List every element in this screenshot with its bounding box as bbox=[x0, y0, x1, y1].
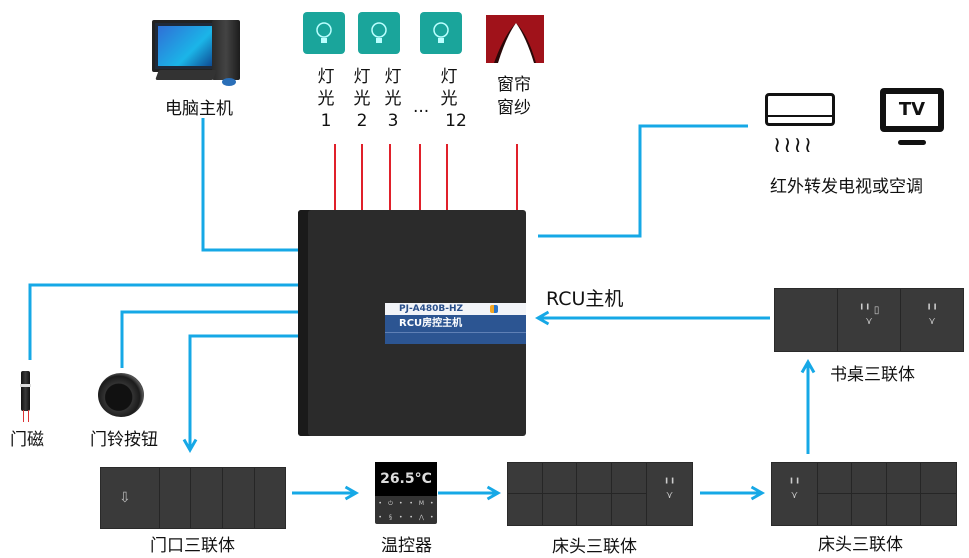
door-magnet-label: 门磁 bbox=[10, 430, 44, 450]
curtain-icon bbox=[486, 15, 544, 63]
door-triple-label: 门口三联体 bbox=[150, 536, 235, 556]
lights-ellipsis: ... bbox=[413, 97, 430, 117]
thermostat-device: 26.5°C •⏻••M••§••⋀• bbox=[375, 462, 437, 524]
mouse-icon bbox=[222, 78, 236, 86]
bedside-triple-label-2: 床头三联体 bbox=[818, 535, 903, 555]
door-triple-panel: ⇩ bbox=[100, 467, 286, 529]
curtain-label-1: 窗帘 bbox=[497, 75, 531, 95]
rcu-label-plate: PJ-A480B-HZ RCU房控主机 bbox=[385, 303, 526, 344]
bedside-triple-panel-1: ╹╹⋎ bbox=[507, 462, 693, 526]
bedside-triple-panel-2: ╹╹⋎ bbox=[771, 462, 957, 526]
doorbell-button-icon bbox=[98, 373, 144, 417]
computer-link bbox=[201, 118, 298, 252]
bulb-icon bbox=[420, 12, 462, 54]
computer-icon bbox=[152, 20, 222, 72]
desk-triple-label: 书桌三联体 bbox=[830, 365, 915, 385]
thermostat-label: 温控器 bbox=[381, 536, 432, 556]
door-magnet-link bbox=[28, 283, 298, 360]
air-conditioner-icon bbox=[765, 93, 835, 126]
power-lines bbox=[334, 144, 518, 212]
desk-triple-panel: ╹╹ ▯⋎ ╹╹⋎ bbox=[774, 288, 964, 352]
socket-icon: ╹╹⋎ bbox=[925, 305, 939, 327]
computer-label: 电脑主机 bbox=[165, 99, 233, 119]
door-magnet-icon bbox=[21, 371, 30, 411]
curtain-label-2: 窗纱 bbox=[497, 98, 531, 118]
rcu-model: PJ-A480B-HZ bbox=[385, 303, 526, 315]
infrared-link bbox=[538, 124, 748, 238]
bulb-icon bbox=[303, 12, 345, 54]
rcu-caption: RCU主机 bbox=[546, 288, 624, 310]
door-panel-link bbox=[182, 334, 298, 454]
doorbell-link bbox=[120, 310, 298, 368]
infrared-label: 红外转发电视或空调 bbox=[770, 177, 923, 197]
tv-stand-icon bbox=[898, 140, 926, 145]
keyboard-icon bbox=[155, 70, 217, 80]
bedside-triple-label-1: 床头三联体 bbox=[552, 537, 637, 557]
socket-icon: ╹╹⋎ bbox=[663, 479, 676, 501]
doorbell-label: 门铃按钮 bbox=[90, 430, 158, 450]
rcu-name: RCU房控主机 bbox=[385, 315, 526, 332]
computer-tower-icon bbox=[212, 20, 240, 80]
brand-logo-icon bbox=[490, 305, 498, 313]
airflow-icon: ≀≀≀≀ bbox=[773, 133, 814, 158]
socket-icon: ╹╹ ▯⋎ bbox=[838, 289, 901, 351]
thermostat-display: 26.5°C bbox=[375, 462, 437, 496]
tv-icon: TV bbox=[880, 88, 944, 132]
socket-icon: ╹╹⋎ bbox=[772, 463, 818, 525]
bulb-icon bbox=[358, 12, 400, 54]
